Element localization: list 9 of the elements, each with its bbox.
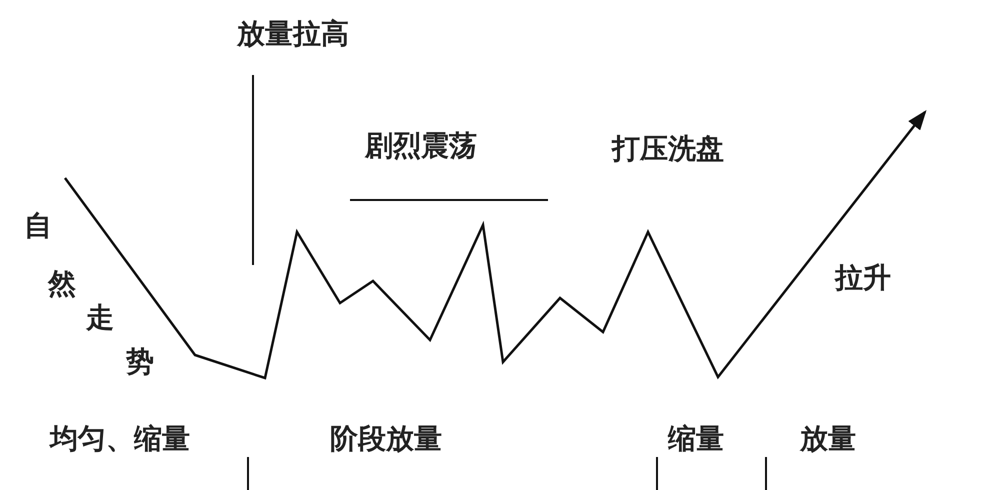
phase-label: 剧烈震荡 (365, 130, 477, 162)
vertical-label: 自然走势 (24, 210, 154, 378)
volume-label: 阶段放量 (330, 423, 442, 455)
phase-label: 放量拉高 (237, 18, 349, 50)
phase-label: 打压洗盘 (612, 133, 724, 165)
phase-label: 拉升 (835, 262, 891, 294)
volume-label: 缩量 (668, 423, 724, 455)
volume-label: 放量 (800, 423, 856, 455)
volume-label: 均匀、缩量 (50, 423, 190, 455)
